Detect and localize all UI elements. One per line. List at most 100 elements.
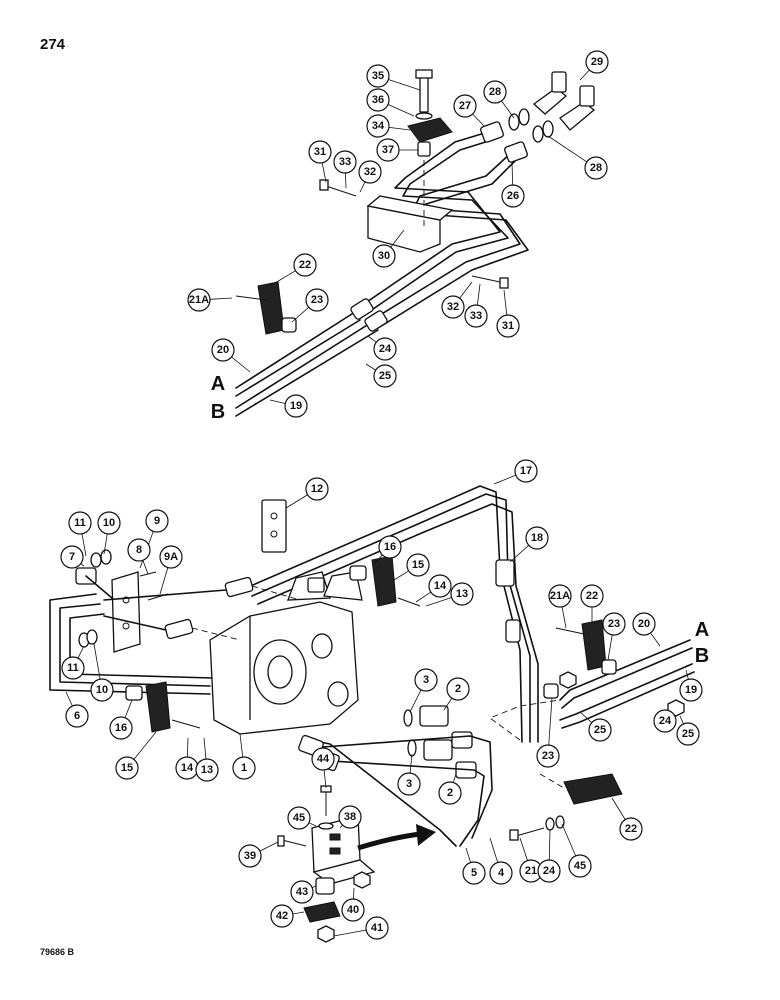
callout-circle [679, 678, 703, 702]
callout-number: 23 [311, 294, 323, 306]
callout-leader [373, 554, 383, 565]
callout-2: 2 [438, 773, 462, 805]
callout-number: 2 [447, 787, 453, 799]
callout-circle [341, 898, 365, 922]
callout-circle [378, 535, 402, 559]
clamp-block-12 [261, 499, 287, 553]
callout-circle [373, 364, 397, 388]
callout-45: 45 [561, 823, 592, 878]
callout-leader [679, 715, 684, 725]
callout-number: 11 [67, 662, 79, 674]
callout-leader [393, 570, 409, 581]
callout-33: 33 [333, 150, 357, 189]
callout-leader [269, 270, 296, 287]
callout-number: 21 [525, 865, 537, 877]
spacer-43 [315, 877, 335, 895]
fitting-7 [75, 567, 113, 599]
callout-number: 12 [311, 483, 323, 495]
spacer-37 [417, 141, 431, 157]
callout-leader [452, 773, 457, 783]
callout-leader [650, 632, 661, 647]
clamp-34 [407, 117, 453, 143]
fitting-26 [504, 141, 528, 163]
callout-number: 31 [314, 146, 326, 158]
line-label-a-right: A [695, 619, 709, 641]
callout-leader [415, 591, 432, 603]
callout-number: 23 [542, 750, 554, 762]
callout-5: 5 [462, 847, 486, 885]
callout-leader [519, 837, 528, 861]
callout-circle [232, 756, 256, 780]
callout-leader [345, 172, 347, 189]
support-bracket-30 [366, 160, 454, 253]
callout-leader [311, 885, 317, 889]
bolt-21 [509, 815, 565, 841]
callout-leader [388, 126, 411, 131]
callout-circle [428, 574, 452, 598]
callout-number: 31 [502, 320, 514, 332]
callout-leader [472, 113, 485, 127]
callout-circle [284, 394, 308, 418]
callout-circle [376, 138, 400, 162]
callout-circle [60, 545, 84, 569]
callout-circle [109, 716, 133, 740]
callout-circle [145, 509, 169, 533]
callout-leader [285, 494, 308, 509]
callout-circle [366, 88, 390, 112]
callout-leader [159, 567, 169, 595]
callout-number: 26 [507, 190, 519, 202]
callout-circle [293, 253, 317, 277]
callout-18: 18 [509, 526, 549, 563]
callout-14: 14 [175, 737, 199, 780]
callout-circle [414, 668, 438, 692]
callout-leader [489, 837, 499, 863]
callout-circle [406, 553, 430, 577]
callout-31: 31 [496, 289, 520, 338]
bolt-35 [415, 69, 433, 113]
callout-leader [561, 823, 577, 857]
callout-23: 23 [291, 288, 329, 323]
callout-12: 12 [285, 477, 329, 509]
callout-circle [632, 612, 656, 636]
callout-leader [409, 753, 413, 774]
callout-circle [68, 511, 92, 535]
callout-1: 1 [232, 733, 256, 780]
callout-circle [676, 722, 700, 746]
washer-36 [415, 112, 433, 120]
callout-circle [366, 114, 390, 138]
callout-number: 2 [455, 683, 461, 695]
callout-leader [80, 563, 85, 567]
callout-leader [269, 399, 286, 404]
callout-22: 22 [611, 797, 643, 841]
arrow [357, 824, 436, 851]
callout-33: 33 [464, 283, 488, 328]
callout-leader [133, 731, 157, 760]
callout-number: 45 [293, 812, 305, 824]
callout-number: 15 [412, 559, 424, 571]
callout-number: 40 [347, 904, 359, 916]
callout-13: 13 [425, 582, 474, 607]
callout-number: 42 [276, 910, 288, 922]
callout-leader [323, 769, 327, 789]
callout-6: 6 [65, 691, 89, 728]
callout-leader [509, 545, 530, 563]
callout-number: 6 [74, 710, 80, 722]
callout-11: 11 [68, 511, 92, 557]
callout-leader [231, 356, 251, 373]
callout-circle [90, 678, 114, 702]
callout-number: 25 [682, 728, 694, 740]
callout-number: 4 [498, 867, 505, 879]
callout-leader [579, 69, 590, 81]
callout-leader [203, 737, 207, 760]
callout-leader [465, 847, 472, 863]
callout-number: 41 [371, 922, 383, 934]
fittings-2-3 [403, 705, 477, 779]
fittings-11-10 [78, 549, 112, 648]
callout-number: 13 [201, 764, 213, 776]
callout-leader [476, 283, 481, 306]
callout-number: 21A [189, 294, 209, 306]
callout-number: 17 [520, 465, 532, 477]
callout-circle [653, 709, 677, 733]
lines-19-20-upper [235, 298, 388, 417]
callout-37: 37 [376, 138, 418, 162]
